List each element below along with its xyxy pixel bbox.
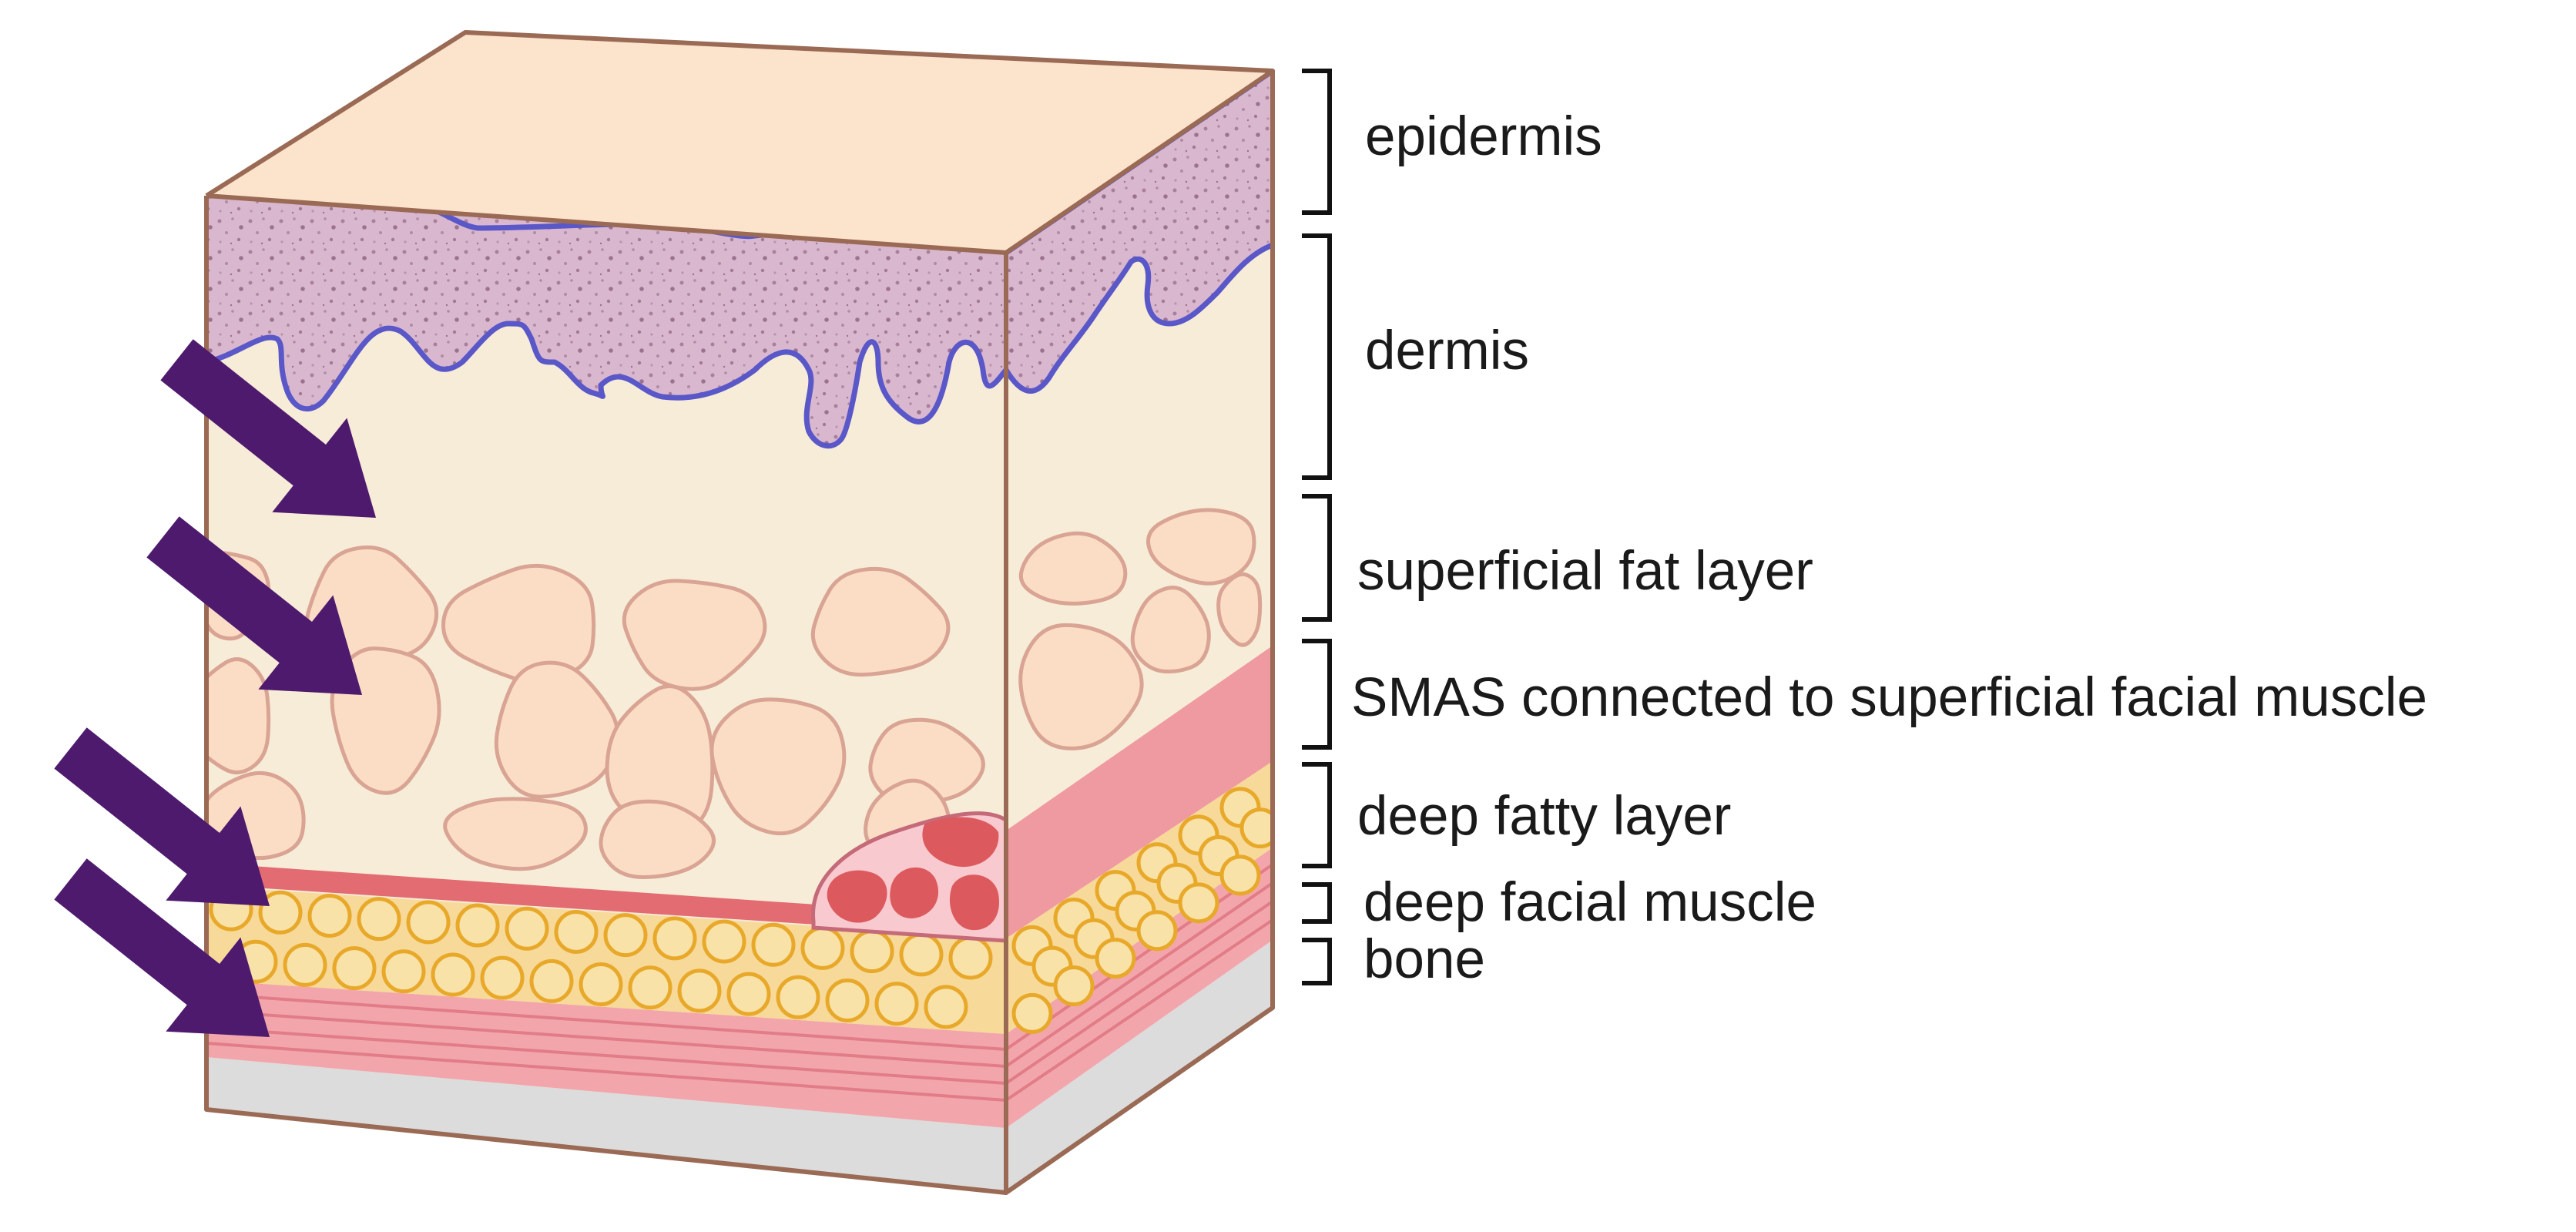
deep-fat-cell [1011, 992, 1053, 1034]
layer-bracket [1302, 938, 1332, 985]
deep-fat-cell [1219, 854, 1261, 896]
fat-cell [1146, 508, 1256, 586]
deep-fat-cell [283, 942, 327, 987]
deep-fat-cell [1239, 807, 1273, 849]
arrow-icon [54, 858, 270, 1037]
deep-fat-cell [381, 949, 426, 994]
layer-bracket [1302, 882, 1332, 924]
deep-fat-cell [307, 893, 352, 938]
label-deep-fatty: deep fatty layer [1357, 786, 1732, 847]
deep-fat-cell [505, 906, 549, 951]
deep-fat-cell [455, 903, 500, 948]
fat-cell [810, 566, 951, 677]
deep-fat-cell [431, 952, 475, 997]
fat-cell [1018, 531, 1128, 606]
deep-fat-cell [579, 962, 623, 1007]
deep-fat-cell [406, 900, 451, 945]
label-smas: SMAS connected to superficial facial mus… [1351, 667, 2427, 728]
deep-fat-cell [1053, 965, 1095, 1007]
deep-fat-cell [825, 979, 870, 1023]
label-dermis: dermis [1365, 321, 1530, 381]
fat-cell [494, 660, 620, 799]
deep-fat-cell [652, 916, 697, 961]
label-bone: bone [1363, 929, 1485, 990]
deep-fat-cell [751, 922, 796, 967]
fat-cell [599, 799, 716, 879]
deep-fat-cell [628, 965, 673, 1010]
smas-front [206, 863, 817, 925]
deep-fat-cell [480, 955, 525, 1000]
deep-fat-cell [776, 975, 820, 1019]
layer-bracket [1302, 639, 1332, 750]
deep-fat-cell [554, 909, 599, 954]
front-face [206, 196, 1006, 1193]
deep-fat-cell [702, 919, 746, 964]
epidermis-dermis-front [206, 196, 1006, 446]
blood-vessel-icon [811, 811, 1006, 944]
deep-fat-cell [1095, 938, 1136, 979]
block-outline [204, 30, 1275, 1195]
deep-fat-cell [357, 897, 401, 942]
fat-cell [206, 657, 271, 775]
top-face [206, 32, 1273, 253]
label-superficial-fat: superficial fat layer [1357, 541, 1813, 602]
brackets [1302, 69, 1332, 985]
fat-cell [622, 579, 767, 691]
fat-cell [1216, 572, 1263, 647]
deep-fat-cell [1136, 910, 1178, 952]
fat-cell [709, 697, 847, 836]
arrows [54, 339, 376, 1037]
deep-fat-cell [874, 982, 919, 1026]
deep-fat-cell [850, 929, 894, 974]
deep-fat-cell [258, 890, 303, 935]
arrow-icon [146, 516, 362, 695]
fat-cell [443, 797, 588, 871]
side-face [1006, 71, 1273, 1193]
deep-fat-cell [948, 935, 993, 980]
deep-fat-cell [677, 968, 722, 1013]
arrow-icon [160, 339, 376, 518]
bone-layer-side [1006, 940, 1273, 1193]
deep-fat-side-circles [1011, 787, 1273, 1034]
deep-muscle-front [206, 980, 1006, 1128]
deep-fat-cell [529, 958, 574, 1003]
layer-bracket [1302, 762, 1332, 868]
arrow-icon [54, 727, 270, 906]
epidermis-dermis-side [1006, 71, 1273, 391]
deep-fat-cell [924, 985, 968, 1029]
label-deep-muscle: deep facial muscle [1363, 872, 1817, 933]
layer-bracket [1302, 494, 1332, 622]
fat-cell [1130, 586, 1211, 674]
smas-side [1006, 646, 1273, 938]
deep-fat-cell [899, 932, 944, 977]
deep-fat-cell [603, 913, 648, 958]
fat-cell [1018, 623, 1144, 750]
label-epidermis: epidermis [1365, 106, 1602, 167]
layer-bracket [1302, 233, 1332, 480]
deep-fat-cell [332, 946, 377, 991]
deep-fat-cell [800, 925, 845, 970]
superficial-fat-cells-side [1018, 508, 1263, 750]
layer-bracket [1302, 69, 1332, 215]
deep-fat-cell [1178, 882, 1219, 924]
deep-fat-cell [726, 972, 771, 1016]
